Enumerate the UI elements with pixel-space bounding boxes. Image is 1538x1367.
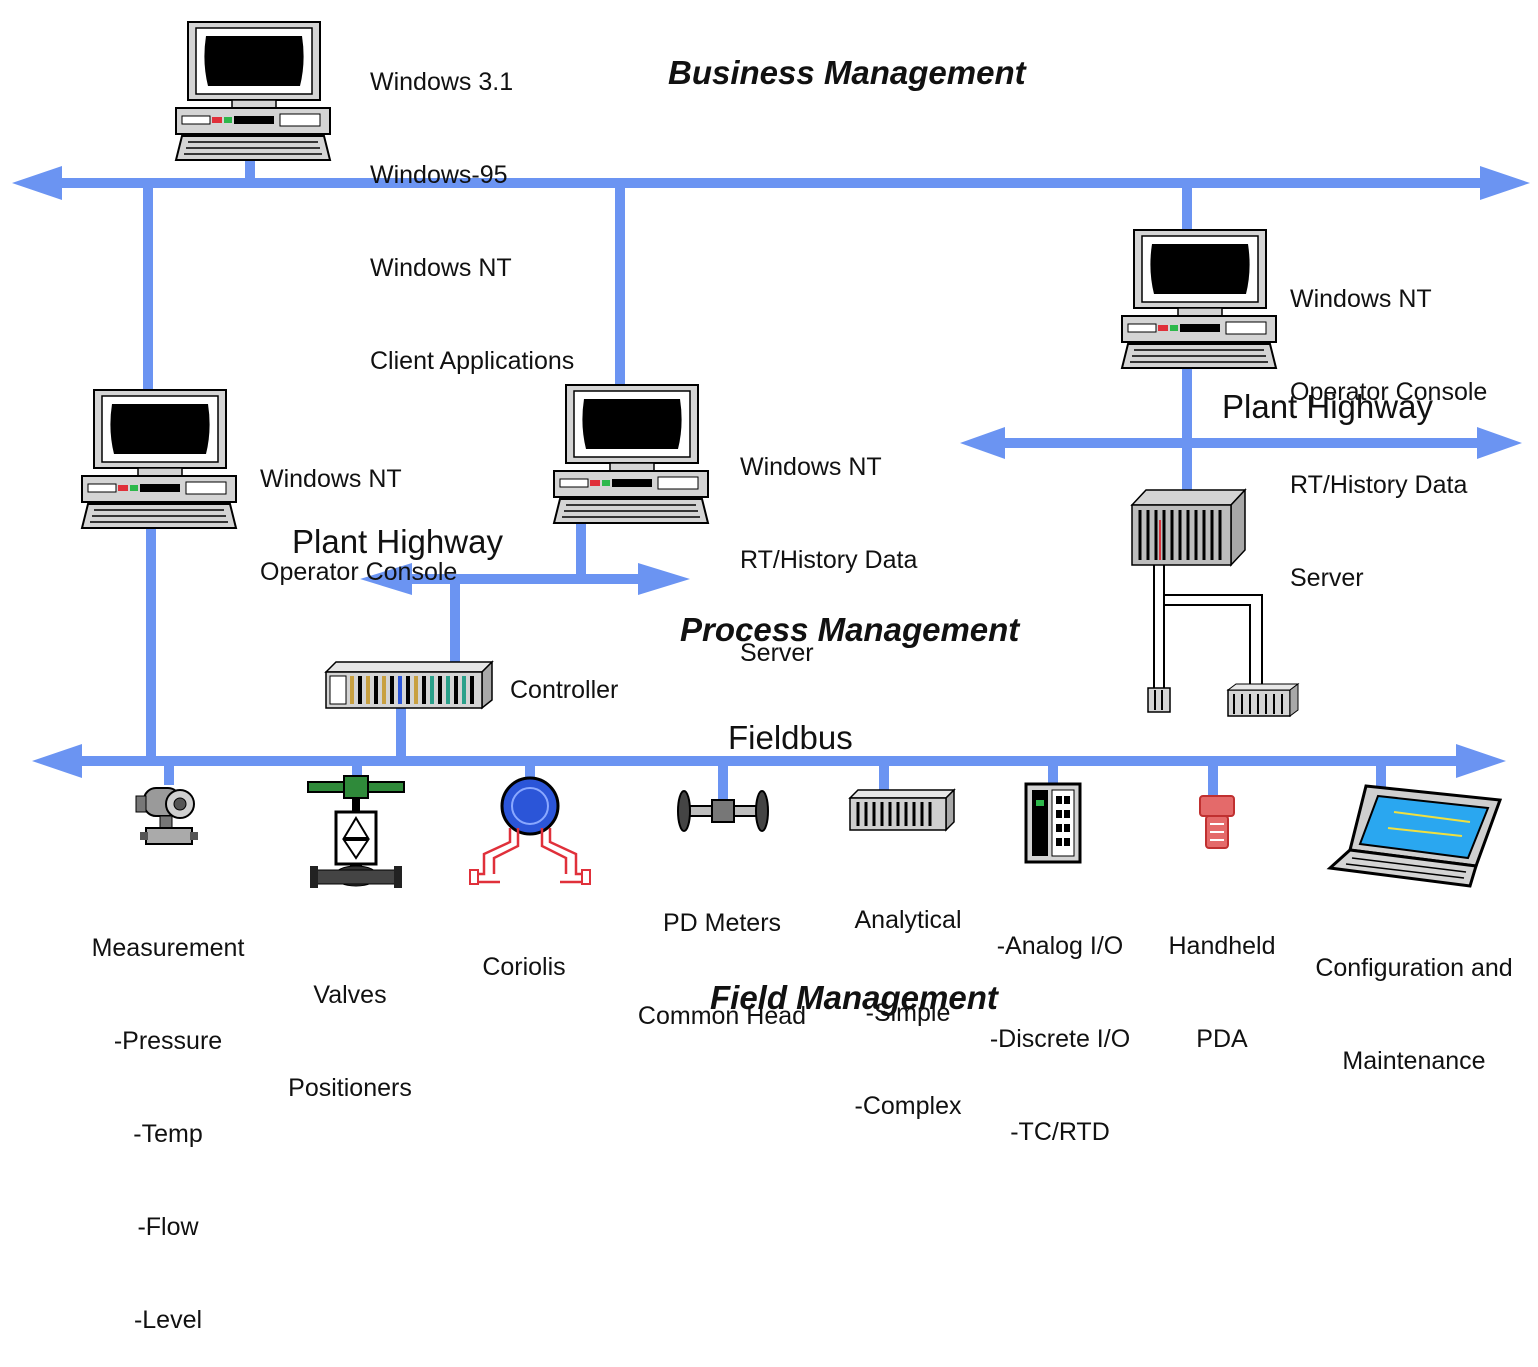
computer-icon	[175, 21, 331, 161]
laptop-icon	[1326, 784, 1503, 888]
analyzer-icon	[848, 788, 956, 832]
fieldbus-bus	[32, 744, 1506, 778]
network-lines	[12, 21, 1530, 888]
io-module-icon	[1024, 782, 1082, 864]
plant-highway-left-label: Plant Highway	[292, 523, 503, 560]
handheld-label: Handheld PDA	[1168, 932, 1276, 1053]
handheld-pda-icon	[1199, 795, 1235, 849]
business-bus	[12, 166, 1530, 200]
io-label: -Analog I/O -Discrete I/O -TC/RTD	[989, 932, 1131, 1146]
process-management-title: Process Management	[680, 611, 1020, 648]
analytical-label: Analytical -Simple -Complex	[854, 906, 962, 1120]
controller-rack-icon	[324, 660, 494, 710]
control-valve-icon	[307, 775, 405, 888]
valves-label: Valves Positioners	[288, 981, 412, 1102]
computer-icon	[1121, 229, 1277, 369]
config-maintenance-label: Configuration and Maintenance	[1315, 954, 1513, 1075]
controller-rack-icon	[1130, 488, 1300, 717]
client-pc-label: Windows 3.1 Windows-95 Windows NT Client…	[370, 68, 575, 375]
plant-highway-left-bus	[360, 563, 690, 595]
business-management-title: Business Management	[668, 54, 1026, 91]
measurement-label: Measurement -Pressure -Temp -Flow -Level	[91, 934, 245, 1334]
pd-meters-label: PD Meters Common Head	[637, 909, 807, 1030]
computer-icon	[553, 384, 709, 524]
plant-highway-right-bus	[960, 427, 1522, 459]
history-server-label: Windows NT RT/History Data Server	[740, 453, 918, 667]
fieldbus-label: Fieldbus	[728, 719, 853, 756]
operator-console-right-label: Windows NT Operator Console RT/History D…	[1290, 285, 1488, 592]
field-management-title: Field Management	[710, 979, 998, 1016]
pd-meter-icon	[677, 790, 769, 832]
controller-label: Controller	[510, 676, 619, 704]
coriolis-meter-icon	[469, 776, 591, 885]
plant-highway-right-label: Plant Highway	[1222, 388, 1433, 425]
coriolis-label: Coriolis	[482, 953, 566, 981]
operator-console-left-label: Windows NT Operator Console	[260, 465, 458, 586]
computer-icon	[81, 389, 237, 529]
pressure-transmitter-icon	[135, 787, 198, 845]
diagram: Business Management Process Management F…	[12, 21, 1530, 1334]
